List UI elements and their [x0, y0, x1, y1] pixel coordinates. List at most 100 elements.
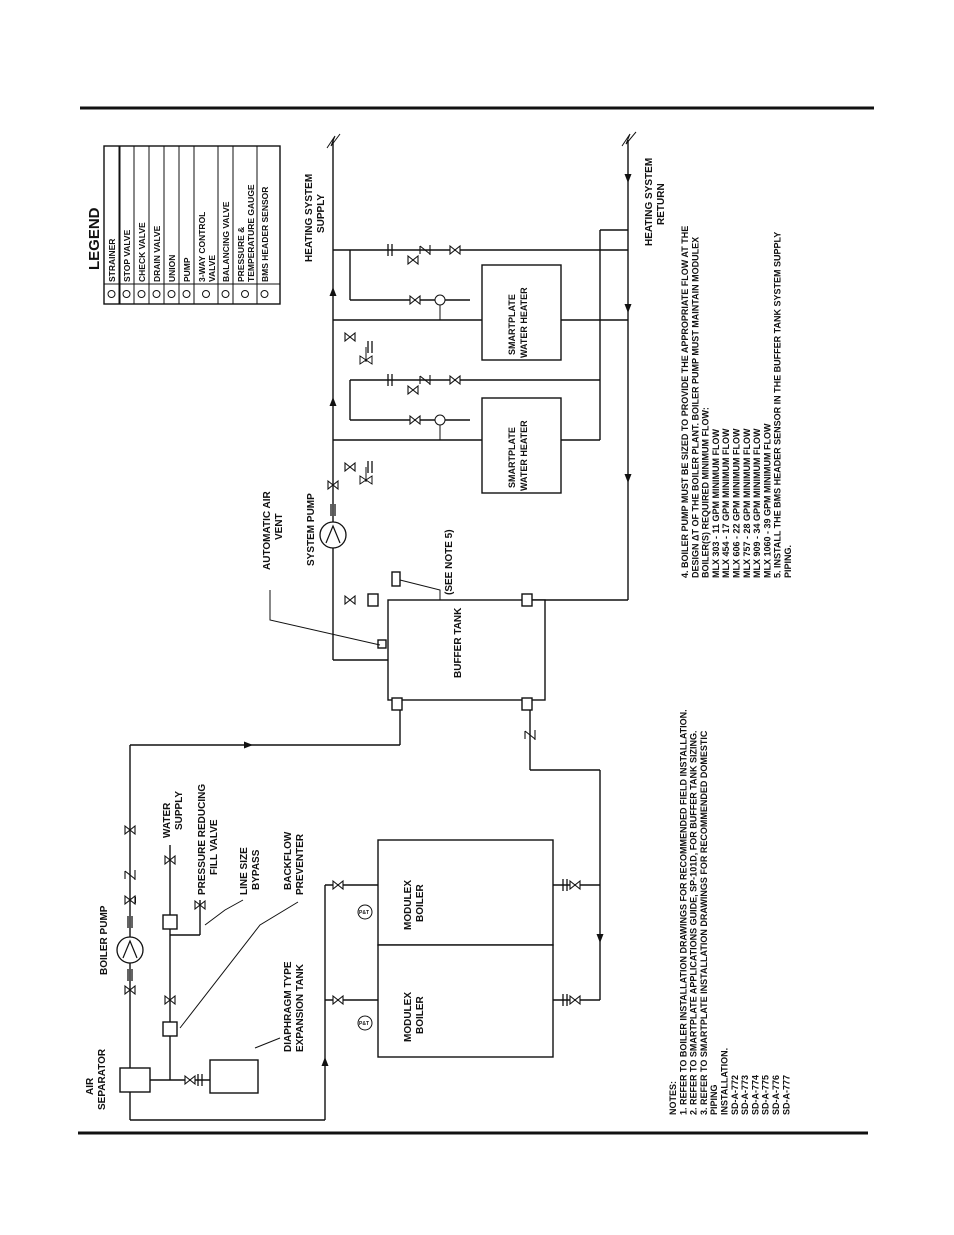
boiler-2-label: MODULEX [403, 992, 414, 1042]
prv-body [162, 914, 178, 930]
legend-item-label: PUMP [182, 257, 192, 282]
water-heater-2 [481, 397, 562, 494]
note-line: PIPING. [783, 545, 793, 578]
water-supply-label: WATER [162, 802, 173, 838]
equipment-labels: HEATING SYSTEM SUPPLY HEATING SYSTEM RET… [85, 158, 667, 1110]
see-note-label: (SEE NOTE 5) [444, 529, 455, 595]
note-line: PIPING [709, 1084, 719, 1115]
note-line: SD-A-777 [781, 1075, 791, 1115]
svg-text:WATER HEATER: WATER HEATER [519, 287, 529, 358]
svg-text:P&T: P&T [359, 1021, 369, 1027]
legend-item-label: VALVE [207, 255, 217, 282]
auto-air-vent [377, 639, 387, 649]
modulex-boiler-2 [377, 944, 554, 1058]
stop-valve-icon [122, 290, 131, 298]
svg-text:P&T: P&T [359, 910, 369, 916]
three-way-valve-icon [202, 290, 210, 298]
legend-item-label: BALANCING VALVE [221, 201, 231, 282]
svg-text:BOILER: BOILER [415, 883, 426, 922]
svg-text:BYPASS: BYPASS [251, 849, 262, 890]
note-line: MLX 909 - 34 GPM MINIMUM FLOW [752, 428, 762, 578]
strainer-icon [107, 290, 116, 298]
legend-title: LEGEND [86, 207, 103, 270]
water-heater-1-label: SMARTPLATE [507, 294, 517, 355]
legend-item-label: DRAIN VALVE [152, 225, 162, 282]
legend-item-label: UNION [167, 255, 177, 282]
note-line: MLX 303 - 11 GPM MINIMUM FLOW [711, 428, 721, 578]
backflow-label: BACKFLOW [283, 831, 294, 890]
expansion-tank-label: DIAPHRAGM TYPE [283, 961, 294, 1052]
note-line: SD-A-774 [750, 1075, 760, 1115]
legend-item-label: PRESSURE & [236, 227, 246, 282]
note-line: 2. REFER TO SMARTPLATE APPLICATIONS GUID… [689, 730, 699, 1115]
note-line: SD-A-776 [771, 1075, 781, 1115]
check-valve-icon [137, 290, 146, 298]
boiler-pump-label: BOILER PUMP [99, 905, 110, 975]
note-line: MLX 1060 - 39 GPM MINIMUM FLOW [762, 423, 772, 578]
svg-text:EXPANSION TANK: EXPANSION TANK [295, 963, 306, 1052]
note-line: MLX 454 - 17 GPM MINIMUM FLOW [721, 428, 731, 578]
bypass-label: LINE SIZE [239, 847, 250, 895]
note-line: SD-A-772 [730, 1075, 740, 1115]
legend-item-label: TEMPERATURE GAUGE [246, 184, 256, 282]
note-line: BOILER(S) REQUIRED MINIMUM FLOW: [701, 407, 711, 578]
union-icon [167, 290, 176, 298]
svg-text:PREVENTER: PREVENTER [295, 833, 306, 895]
legend-item-label: STOP VALVE [122, 229, 132, 282]
legend-item-label: 3-WAY CONTROL [197, 212, 207, 282]
svg-text:VENT: VENT [274, 513, 285, 540]
air-separator [119, 1067, 151, 1093]
bms-sensor-icon [260, 290, 269, 298]
boiler-pump-symbol [116, 936, 144, 964]
note-line: NOTES: [668, 1081, 678, 1115]
pt-gauge-icon [241, 290, 249, 298]
system-pump-symbol [319, 521, 347, 549]
drain-valve-icon [152, 290, 161, 298]
bms-sensor [391, 571, 401, 587]
note-line: DESIGN ΔT OF THE BOILER PLANT. BOILER PU… [690, 237, 700, 578]
svg-text:RETURN: RETURN [656, 183, 667, 225]
system-pump-label: SYSTEM PUMP [306, 493, 317, 566]
note-line: SD-A-775 [761, 1075, 771, 1115]
legend-item-label: CHECK VALVE [137, 222, 147, 282]
note-line: 1. REFER TO BOILER INSTALLATION DRAWINGS… [678, 709, 688, 1115]
notes-right: 4. BOILER PUMP MUST BE SIZED TO PROVIDE … [680, 226, 793, 578]
legend: LEGEND [86, 145, 281, 305]
heating-return-label: HEATING SYSTEM [644, 158, 655, 246]
boiler-1-label: MODULEX [403, 880, 414, 930]
buffer-tank-label: BUFFER TANK [453, 607, 464, 678]
backflow-body [162, 1021, 178, 1037]
water-heater-2-label: SMARTPLATE [507, 427, 517, 488]
leaders [179, 579, 441, 1049]
notes-left: NOTES:1. REFER TO BOILER INSTALLATION DR… [668, 709, 791, 1115]
buffer-tank [387, 599, 546, 701]
svg-text:SEPARATOR: SEPARATOR [97, 1048, 108, 1110]
note-line: 5. INSTALL THE BMS HEADER SENSOR IN THE … [773, 232, 783, 578]
note-line: MLX 606 - 22 GPM MINIMUM FLOW [732, 428, 742, 578]
pump-icon [182, 290, 191, 298]
expansion-tank [209, 1059, 259, 1094]
legend-item-label: STRAINER [107, 239, 117, 282]
pt-gauge-1 [357, 904, 373, 920]
legend-item-label: BMS HEADER SENSOR [260, 187, 270, 282]
svg-text:WATER HEATER: WATER HEATER [519, 420, 529, 491]
note-line: 3. REFER TO SMARTPLATE INSTALLATION DRAW… [699, 730, 709, 1115]
svg-text:SUPPLY: SUPPLY [174, 791, 185, 830]
note-line: MLX 757 - 28 GPM MINIMUM FLOW [742, 428, 752, 578]
valves [124, 243, 581, 1087]
svg-text:SUPPLY: SUPPLY [316, 194, 327, 233]
pt-gauge-2 [357, 1015, 373, 1031]
svg-text:BOILER: BOILER [415, 995, 426, 1034]
balancing-valve-icon [221, 290, 230, 298]
legend-rows: STRAINER STOP VALVE CHECK VALVE DRAIN VALVE… [107, 146, 270, 304]
note-line: INSTALLATION. [720, 1048, 730, 1115]
svg-text:FILL VALVE: FILL VALVE [209, 819, 220, 875]
air-separator-label: AIR [85, 1077, 96, 1095]
water-heater-1 [481, 264, 562, 361]
heating-supply-label: HEATING SYSTEM [304, 174, 315, 262]
modulex-boiler-1 [377, 839, 554, 946]
prv-label: PRESSURE REDUCING [197, 784, 208, 895]
auto-air-vent-label: AUTOMATIC AIR [262, 491, 273, 570]
note-line: SD-A-773 [740, 1075, 750, 1115]
